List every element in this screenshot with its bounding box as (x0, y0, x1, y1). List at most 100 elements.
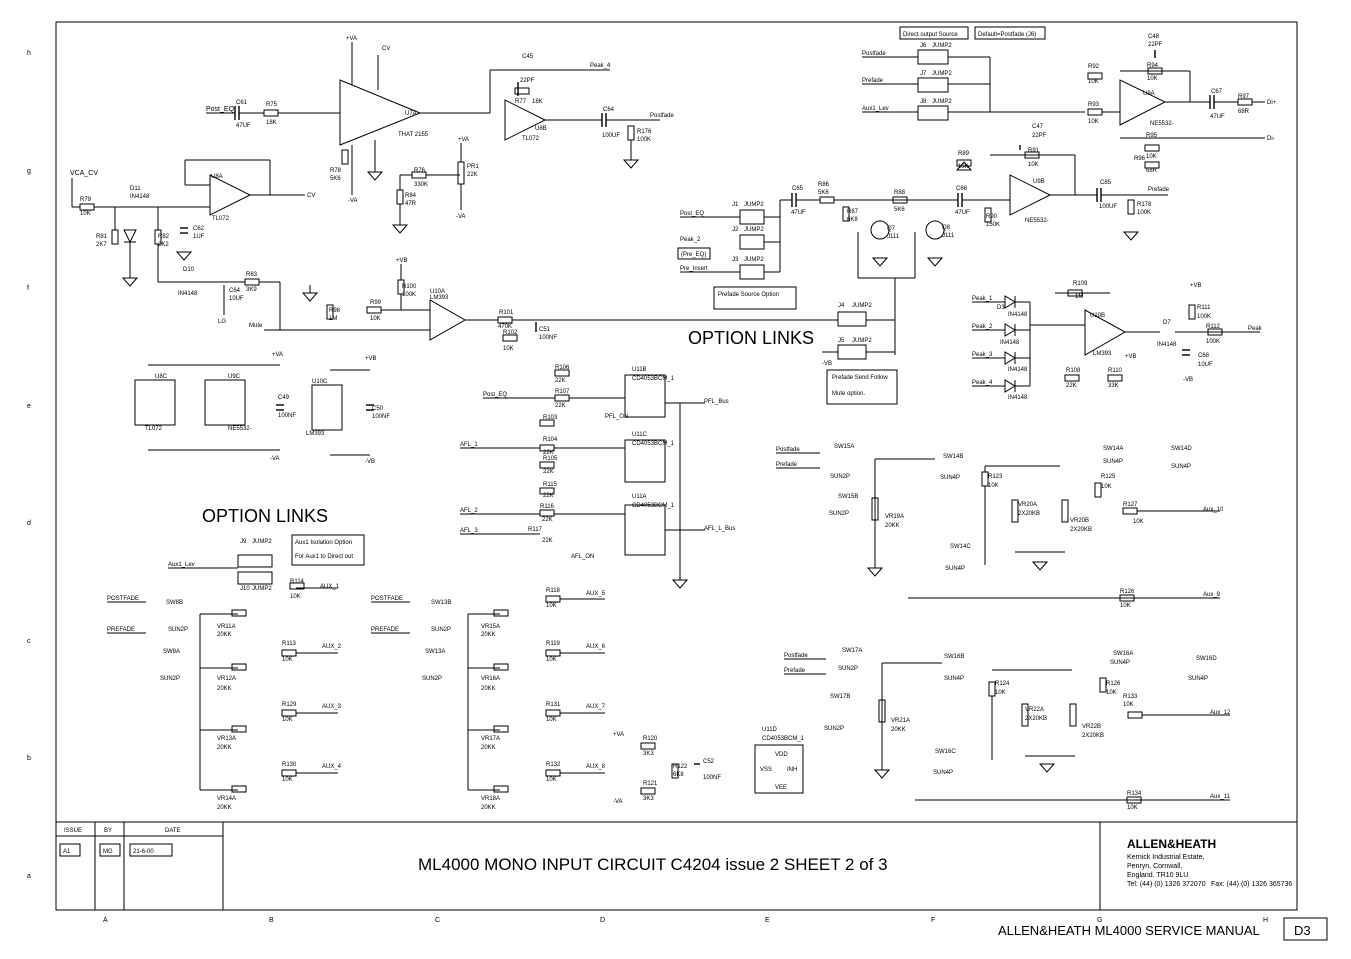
svg-text:VR18A: VR18A (481, 796, 500, 802)
svg-text:TL072: TL072 (522, 136, 540, 142)
svg-text:JUMP2: JUMP2 (252, 539, 272, 545)
svg-text:R98: R98 (329, 308, 341, 314)
svg-text:LM393: LM393 (1093, 351, 1112, 357)
svg-text:Postfade: Postfade (776, 447, 800, 453)
svg-text:10UF: 10UF (1198, 362, 1213, 368)
r75-label: R75 (266, 102, 278, 108)
svg-text:R109: R109 (1073, 281, 1088, 287)
svg-text:R106: R106 (555, 365, 570, 371)
svg-text:100NF: 100NF (539, 335, 557, 341)
svg-text:R86: R86 (818, 182, 830, 188)
svg-text:U11D: U11D (762, 727, 778, 733)
svg-text:C45: C45 (522, 54, 534, 60)
svg-text:J7: J7 (920, 71, 927, 77)
fax-number: Fax: (44) (0) 1326 365736 (1211, 881, 1292, 888)
svg-text:C52: C52 (703, 759, 715, 765)
svg-text:SUN4P: SUN4P (944, 676, 964, 682)
svg-text:22K: 22K (543, 450, 554, 456)
svg-text:5K6: 5K6 (818, 190, 829, 196)
svg-text:NE5532-: NE5532- (1150, 121, 1174, 127)
page-number: D3 (1294, 923, 1311, 938)
col-marker-E: E (765, 917, 770, 924)
svg-text:AUX_7: AUX_7 (586, 704, 606, 710)
prefade-send-jumpers[interactable]: J4 JUMP2 J5 JUMP2 -VB Prefade Send Follo… (822, 303, 898, 405)
svg-text:20KK: 20KK (217, 745, 232, 751)
svg-text:10K: 10K (1088, 79, 1099, 85)
svg-text:Aux1_Lev: Aux1_Lev (862, 106, 889, 112)
svg-text:SW15B: SW15B (838, 494, 858, 500)
svg-text:PR1: PR1 (467, 164, 479, 170)
svg-text:22K: 22K (542, 517, 553, 523)
svg-text:-VA: -VA (456, 214, 466, 220)
col-marker-D: D (600, 917, 605, 924)
aux1-isolation-jumpers[interactable]: Aux1 Isolation Option For Aux1 to Direct… (168, 534, 365, 600)
aux-1-4-section: POSTFADE PREFADE SW8B SUN2P SW8A SUN2P V… (107, 587, 342, 811)
row-marker-f: f (27, 285, 29, 292)
svg-text:R76: R76 (414, 168, 426, 174)
svg-text:47UF: 47UF (955, 210, 970, 216)
svg-text:5K6: 5K6 (330, 176, 341, 182)
svg-text:J5: J5 (838, 338, 845, 344)
svg-text:18K: 18K (266, 120, 277, 126)
drawing-border (55, 21, 1298, 911)
u8a-symbol (209, 174, 252, 216)
svg-text:IN4148: IN4148 (1008, 312, 1028, 318)
svg-text:R121: R121 (643, 781, 658, 787)
row-marker-e: e (27, 403, 31, 410)
svg-text:SW13B: SW13B (431, 600, 451, 606)
svg-text:Post_EQ: Post_EQ (680, 211, 704, 217)
svg-text:20KK: 20KK (891, 727, 906, 733)
date-value: 21-6-00 (133, 849, 154, 855)
column-markers: A B C D E F G H (103, 917, 1268, 924)
svg-text:2K7: 2K7 (96, 242, 107, 248)
svg-text:LG: LG (218, 319, 226, 325)
svg-text:SW14C: SW14C (950, 544, 971, 550)
svg-text:PREFADE: PREFADE (371, 627, 399, 633)
svg-text:10K: 10K (988, 483, 999, 489)
svg-text:AUX_2: AUX_2 (322, 644, 342, 650)
svg-text:C68: C68 (1198, 353, 1210, 359)
svg-text:100K: 100K (1137, 210, 1151, 216)
svg-text:VEE: VEE (775, 785, 787, 791)
svg-text:22PF: 22PF (520, 78, 535, 84)
svg-text:+VB: +VB (1125, 354, 1137, 360)
svg-text:6K8: 6K8 (847, 217, 858, 223)
svg-text:22K: 22K (543, 469, 554, 475)
svg-text:10K: 10K (282, 657, 293, 663)
svg-text:IN4148: IN4148 (1157, 342, 1177, 348)
svg-text:Prefade Send Follow: Prefade Send Follow (832, 375, 888, 381)
svg-text:VR11A: VR11A (217, 624, 236, 630)
svg-text:R95: R95 (1146, 133, 1158, 139)
svg-text:D3: D3 (997, 305, 1005, 311)
svg-text:+VA: +VA (458, 137, 469, 143)
svg-text:R114: R114 (290, 579, 305, 585)
svg-text:+VA: +VA (346, 36, 357, 42)
prefade-source-jumpers[interactable]: Post_EQ J1 JUMP2 Peak_2 (Pre_EQ) J2 JUMP… (677, 200, 797, 310)
svg-text:VR22A: VR22A (1025, 707, 1044, 713)
col-marker-C: C (435, 917, 440, 924)
svg-text:R125: R125 (1101, 474, 1116, 480)
svg-text:Prefade Source Option: Prefade Source Option (718, 292, 779, 298)
by-header: BY (104, 828, 112, 834)
svg-text:R81: R81 (96, 234, 108, 240)
svg-text:22K: 22K (542, 538, 553, 544)
svg-text:R133: R133 (1123, 694, 1138, 700)
u11d-bias: +VA -VA R120 3K3 R121 3K3 R122 6K8 C52 1… (613, 727, 805, 805)
svg-text:10K: 10K (282, 777, 293, 783)
svg-text:100K: 100K (402, 292, 416, 298)
svg-text:U9C: U9C (228, 374, 241, 380)
svg-text:10K: 10K (1127, 805, 1138, 811)
svg-text:VR22B: VR22B (1082, 724, 1101, 730)
svg-text:JUMP2: JUMP2 (852, 338, 872, 344)
svg-text:R110: R110 (1108, 368, 1123, 374)
svg-text:18K: 18K (532, 99, 543, 105)
svg-text:Aux_12: Aux_12 (1210, 710, 1231, 716)
svg-text:C49: C49 (278, 395, 290, 401)
svg-text:C67: C67 (1211, 89, 1223, 95)
svg-text:JUMP2: JUMP2 (932, 99, 952, 105)
svg-text:Peak_1: Peak_1 (972, 296, 993, 302)
svg-text:R108: R108 (1066, 368, 1081, 374)
svg-text:2X20KB: 2X20KB (1082, 733, 1104, 739)
svg-text:Prefade: Prefade (776, 462, 798, 468)
svg-text:U10B: U10B (1090, 313, 1105, 319)
